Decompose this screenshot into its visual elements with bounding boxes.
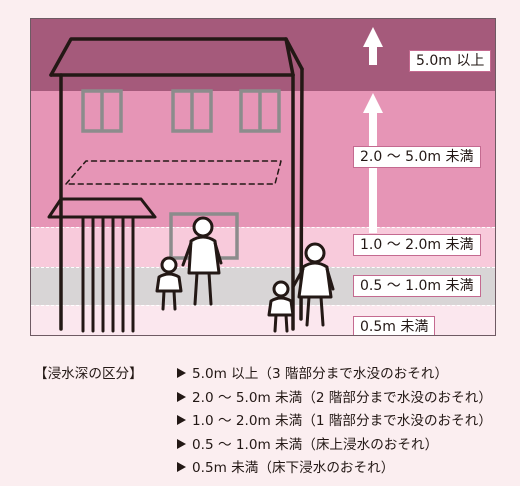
triangle-bullet-icon: [177, 438, 186, 449]
family-figures: [155, 216, 335, 333]
triangle-bullet-icon: [177, 368, 186, 378]
level-label-2m-to-5m: 2.0 〜 5.0m 未満: [353, 146, 481, 168]
legend-item-text: 0.5m 未満（床下浸水のおそれ）: [192, 460, 395, 476]
level-label-05m-to-1m: 0.5 〜 1.0m 未満: [353, 275, 481, 297]
triangle-bullet-icon: [177, 415, 186, 425]
legend-list: 5.0m 以上（3 階部分まで水没のおそれ） 2.0 〜 5.0m 未満（2 階…: [177, 363, 492, 481]
level-line-ground: [31, 305, 495, 306]
level-label-1m-to-2m: 1.0 〜 2.0m 未満: [353, 234, 481, 256]
level-label-under-05m: 0.5m 未満: [353, 316, 436, 335]
legend-item-text: 1.0 〜 2.0m 未満（1 階部分まで水没のおそれ）: [192, 413, 492, 429]
legend-heading: 【浸水深の区分】: [34, 366, 143, 382]
triangle-bullet-icon: [177, 462, 186, 472]
legend-item: 5.0m 以上（3 階部分まで水没のおそれ）: [177, 363, 492, 387]
legend-item: 2.0 〜 5.0m 未満（2 階部分まで水没のおそれ）: [177, 387, 492, 411]
level-line-05m: [31, 267, 495, 268]
legend-item: 0.5 〜 1.0m 未満（床上浸水のおそれ）: [177, 434, 492, 458]
legend-item: 1.0 〜 2.0m 未満（1 階部分まで水没のおそれ）: [177, 410, 492, 434]
level-line-1m: [31, 227, 495, 228]
up-arrow: [363, 27, 383, 233]
legend-item: 0.5m 未満（床下浸水のおそれ）: [177, 457, 492, 481]
window-icons: [81, 89, 281, 260]
scene-illustration: [47, 27, 383, 333]
legend-item-text: 5.0m 以上（3 階部分まで水没のおそれ）: [192, 366, 449, 382]
legend-item-text: 2.0 〜 5.0m 未満（2 階部分まで水没のおそれ）: [192, 389, 492, 406]
flood-depth-diagram: 5.0m 以上 2.0 〜 5.0m 未満 1.0 〜 2.0m 未満 0.5 …: [30, 18, 496, 336]
level-label-5m-over: 5.0m 以上: [409, 50, 492, 72]
triangle-bullet-icon: [177, 391, 186, 402]
legend-item-text: 0.5 〜 1.0m 未満（床上浸水のおそれ）: [192, 436, 439, 453]
